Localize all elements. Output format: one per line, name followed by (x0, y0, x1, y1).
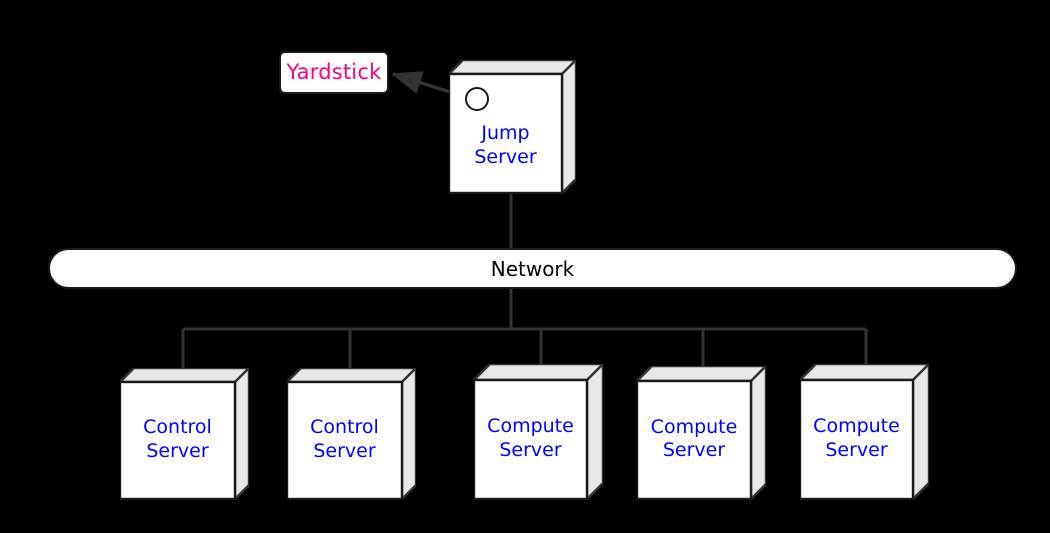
compute-server-2-node[interactable]: Compute Server (637, 366, 766, 500)
control-server-1-node[interactable]: Control Server (120, 368, 249, 500)
compute-server-1-front-face: Compute Server (474, 380, 587, 499)
yardstick-label: Yardstick (286, 60, 382, 84)
compute-server-1-shape (474, 364, 603, 500)
control-server-2-node[interactable]: Control Server (287, 368, 416, 500)
compute-server-3-node[interactable]: Compute Server (800, 364, 929, 500)
circle-interface-icon (465, 87, 489, 111)
control-server-2-front-face: Control Server (287, 382, 402, 499)
compute-server-3-front-face: Compute Server (800, 380, 913, 499)
compute-server-3-shape (800, 364, 929, 500)
jump-server-front-face: Jump Server (449, 74, 562, 193)
compute-server-1-label: Compute Server (487, 415, 574, 461)
compute-server-1-node[interactable]: Compute Server (474, 364, 603, 500)
control-server-1-label: Control Server (143, 416, 212, 462)
control-server-2-label: Control Server (310, 416, 379, 462)
network-bar[interactable]: Network (48, 248, 1017, 289)
compute-server-3-label: Compute Server (813, 415, 900, 461)
yardstick-box[interactable]: Yardstick (279, 51, 389, 94)
control-server-1-shape (120, 368, 249, 500)
compute-server-2-label: Compute Server (650, 415, 738, 461)
compute-server-2-shape (637, 366, 766, 500)
control-server-2-shape (287, 368, 416, 500)
compute-server-2-front-face: Compute Server (637, 381, 751, 499)
control-server-1-front-face: Control Server (120, 382, 235, 499)
jump-server-label: Jump Server (474, 122, 537, 168)
jump-server-node[interactable]: Jump Server (449, 60, 576, 194)
network-label: Network (490, 256, 575, 281)
